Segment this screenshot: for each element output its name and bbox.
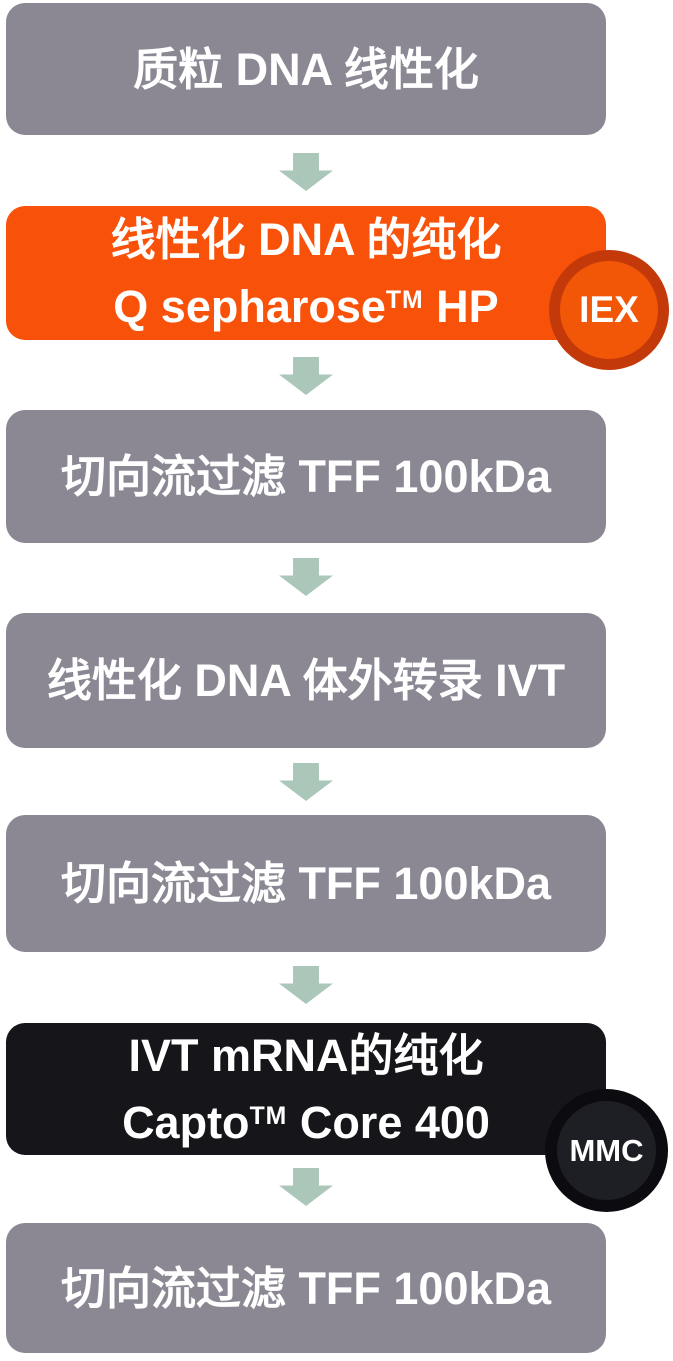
- badge-label: IEX: [579, 289, 639, 330]
- step-label: 质粒 DNA 线性化: [133, 43, 479, 95]
- down-arrow-icon: [279, 966, 333, 1004]
- mmc-badge: MMC: [545, 1089, 668, 1212]
- step-label: IVT mRNA的纯化: [128, 1030, 484, 1081]
- flow-step-ivt-mrna-purification: IVT mRNA的纯化 CaptoTM Core 400 MMC: [6, 1023, 668, 1212]
- resin-grade: HP: [423, 281, 499, 332]
- down-arrow-icon: [279, 763, 333, 801]
- resin-name: Capto: [122, 1097, 250, 1148]
- step-sublabel: CaptoTM Core 400: [122, 1100, 490, 1145]
- step-label: 线性化 DNA 体外转录 IVT: [46, 655, 566, 706]
- trademark-superscript: TM: [385, 287, 424, 315]
- trademark-superscript: TM: [249, 1103, 288, 1131]
- down-arrow-icon: [279, 357, 333, 395]
- flow-step-plasmid-dna-linearization: 质粒 DNA 线性化: [6, 3, 606, 135]
- down-arrow-icon: [279, 153, 333, 191]
- flow-step-tff-filtration-1: 切向流过滤 TFF 100kDa: [6, 410, 606, 543]
- iex-badge: IEX: [549, 250, 669, 370]
- flow-step-linearized-dna-purification: 线性化 DNA 的纯化 Q sepharoseTM HP IEX: [6, 206, 669, 370]
- flow-step-tff-filtration-2: 切向流过滤 TFF 100kDa: [6, 815, 606, 952]
- step-label: 切向流过滤 TFF 100kDa: [60, 451, 552, 502]
- resin-grade: Core 400: [287, 1097, 490, 1148]
- step-label: 线性化 DNA 的纯化: [110, 214, 502, 265]
- down-arrow-icon: [279, 558, 333, 596]
- resin-name: Q sepharose: [113, 281, 386, 332]
- step-label: 切向流过滤 TFF 100kDa: [60, 1262, 552, 1314]
- badge-label: MMC: [569, 1132, 644, 1168]
- flow-step-ivt-transcription: 线性化 DNA 体外转录 IVT: [6, 613, 606, 748]
- step-sublabel: Q sepharoseTM HP: [113, 284, 498, 329]
- step-label: 切向流过滤 TFF 100kDa: [60, 858, 552, 909]
- down-arrow-icon: [279, 1168, 333, 1206]
- flow-step-tff-filtration-3: 切向流过滤 TFF 100kDa: [6, 1223, 606, 1353]
